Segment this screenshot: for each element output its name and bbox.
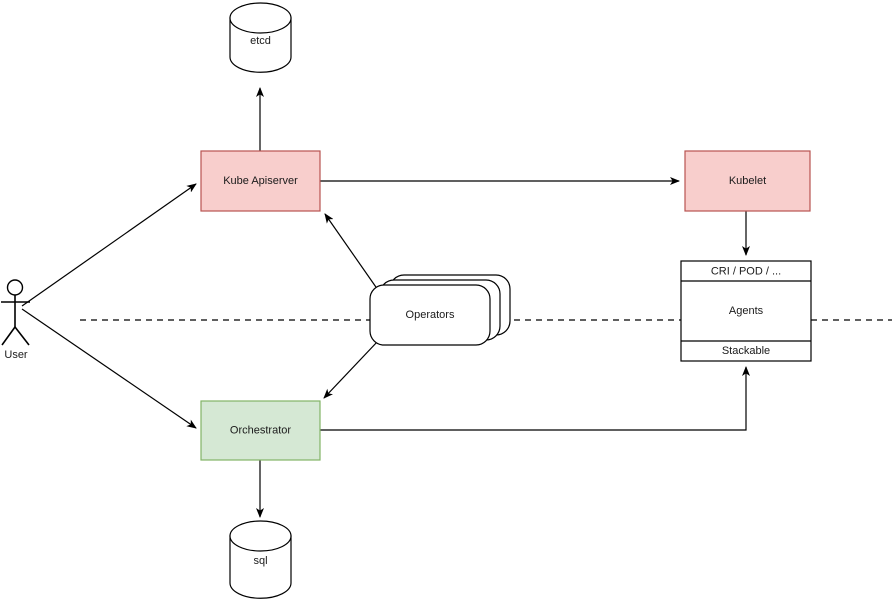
edge-orchestrator-to-agents	[320, 366, 750, 431]
edge-user-to-apiserver	[21, 183, 197, 307]
node-etcd[interactable]: etcd	[229, 2, 292, 73]
node-kube-apiserver-label: Kube Apiserver	[223, 175, 298, 187]
node-orchestrator-label: Orchestrator	[230, 424, 291, 436]
node-operators[interactable]: Operators	[369, 274, 511, 346]
node-kubelet-label: Kubelet	[729, 175, 766, 187]
node-user-label: User	[4, 349, 28, 361]
user-head-icon	[6, 279, 24, 296]
user-right-leg	[14, 326, 30, 346]
node-etcd-label: etcd	[250, 35, 271, 47]
node-user[interactable]: User	[1, 279, 30, 361]
node-sql-label: sql	[253, 555, 267, 567]
user-left-leg	[1, 326, 16, 346]
node-agents-header-label: CRI / POD / ...	[711, 265, 781, 277]
edge-operators-to-apiserver	[324, 213, 379, 291]
node-agents[interactable]: CRI / POD / ... Agents Stackable	[680, 260, 812, 362]
node-kube-apiserver[interactable]: Kube Apiserver	[200, 150, 321, 212]
node-sql[interactable]: sql	[229, 520, 292, 599]
node-kubelet[interactable]: Kubelet	[684, 150, 811, 212]
node-agents-footer-label: Stackable	[722, 345, 770, 357]
node-agents-body-label: Agents	[729, 305, 764, 317]
node-operators-label: Operators	[406, 309, 455, 321]
edge-user-to-orchestrator	[21, 308, 197, 429]
edge-operators-to-orchestrator	[323, 340, 379, 399]
node-orchestrator[interactable]: Orchestrator	[200, 400, 321, 461]
